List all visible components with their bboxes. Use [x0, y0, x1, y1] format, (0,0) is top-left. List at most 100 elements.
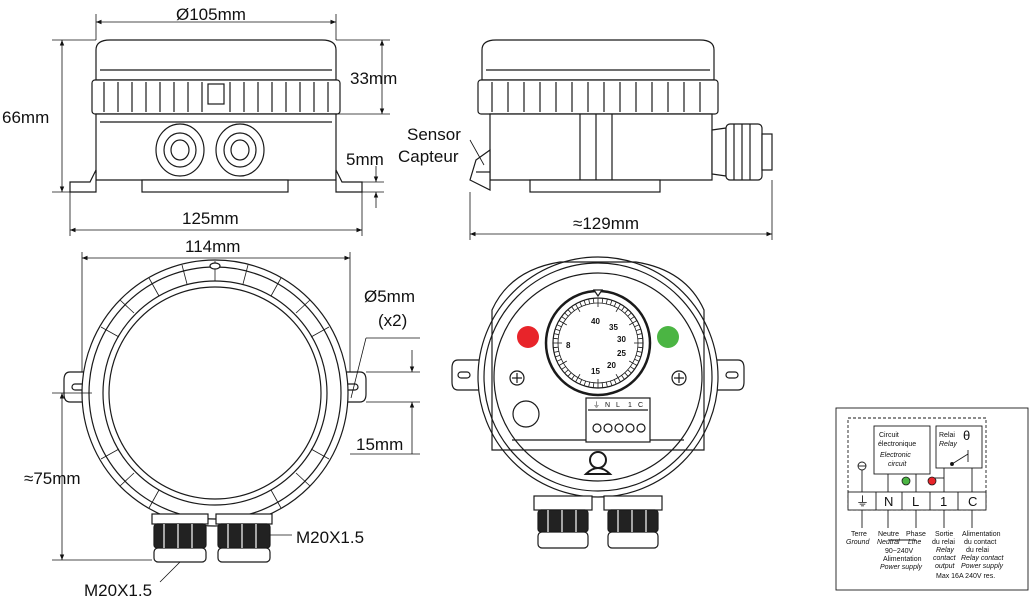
side-view-dimensions	[469, 139, 773, 240]
dial-tick	[575, 303, 581, 313]
circuit-title-en: Electronic	[880, 452, 911, 459]
dial-tick	[613, 379, 617, 385]
green-led-indicator	[657, 326, 679, 348]
dial-tick	[555, 354, 561, 358]
dial-tick	[637, 333, 643, 336]
dial-label-40: 40	[591, 317, 600, 326]
label-gland-bottom: M20X1.5	[84, 581, 152, 600]
strip-label-ground: ⏚	[593, 401, 600, 409]
dial-tick	[635, 328, 641, 332]
gland-right	[215, 123, 265, 177]
dial-tick	[634, 358, 640, 362]
top-view-dimensions	[52, 252, 420, 583]
wiring-red-led	[927, 476, 937, 486]
dial-tick	[621, 375, 625, 380]
dial-tick	[575, 373, 581, 383]
dial-tick	[553, 337, 559, 340]
dial-tick	[605, 382, 608, 388]
dim-diameter: Ø105mm	[176, 5, 246, 24]
wiring-terminal-c: C	[968, 494, 977, 509]
wiring-green-led	[901, 476, 911, 486]
desc-relay-sup-fr2: du contact	[964, 539, 996, 546]
dial-tick	[615, 303, 621, 313]
strip-label-l: L	[616, 402, 620, 409]
cover-ribs	[103, 82, 329, 112]
dial-label-15: 15	[591, 367, 600, 376]
strip-label-1: 1	[628, 402, 632, 409]
interior-gland-right	[603, 495, 663, 549]
dim-hole-count: (x2)	[378, 311, 407, 330]
desc-phase-fr: Phase	[906, 531, 926, 538]
dial-tick	[630, 366, 635, 370]
dial-tick	[628, 360, 638, 366]
left-screw	[509, 370, 525, 386]
desc-supply-fr: Alimentation	[883, 556, 922, 563]
dial-tick	[605, 298, 608, 304]
desc-phase-en: Line	[908, 539, 921, 546]
interior-terminal-strip	[585, 397, 651, 443]
dim-base-thickness: 5mm	[346, 150, 384, 169]
relay-label-en: Relay	[939, 441, 957, 448]
dial-tick	[556, 324, 562, 328]
dial-tick	[609, 300, 613, 306]
dial-tick	[556, 358, 562, 362]
label-gland-right: M20X1.5	[296, 528, 364, 547]
brand-logo-icon	[583, 451, 613, 475]
desc-relay-sup-fr1: Alimentation	[962, 531, 1001, 538]
dial-tick	[553, 346, 559, 349]
dial-tick	[558, 360, 568, 366]
dial-tick	[609, 380, 613, 386]
dial-tick	[561, 316, 566, 320]
dial-tick	[621, 306, 625, 311]
dial-tick	[613, 301, 617, 307]
side-view	[469, 39, 773, 193]
desc-relay-sup-fr3: du relai	[966, 547, 989, 554]
dial-label-25: 25	[617, 349, 626, 358]
dial-tick	[579, 301, 583, 307]
dial-tick	[627, 369, 632, 374]
reset-button	[512, 400, 540, 428]
desc-relay-out-fr1: Sortie	[935, 531, 953, 538]
dial-tick	[561, 366, 566, 370]
dial-tick	[637, 346, 643, 349]
dial-tick	[628, 320, 638, 326]
dim-body-width: 114mm	[185, 237, 240, 256]
interior-gland-left	[533, 495, 593, 549]
dial-tick	[601, 382, 604, 388]
desc-ground-fr: Terre	[851, 531, 867, 538]
wiring-diagram	[835, 407, 1029, 591]
dial-tick	[553, 333, 559, 336]
relay-label-fr: Relai	[939, 432, 955, 439]
dial-label-20: 20	[607, 361, 616, 370]
dim-center-height: ≈75mm	[24, 469, 81, 488]
circuit-title-fr2: électronique	[878, 441, 916, 448]
strip-label-n: N	[605, 402, 610, 409]
sensor-label-en: Sensor	[407, 125, 461, 144]
dim-total-height: 66mm	[2, 108, 49, 127]
dim-cover-height: 33mm	[350, 69, 397, 88]
front-view-dimensions	[52, 14, 390, 236]
dial-tick	[571, 306, 575, 311]
dial-tick-marks	[553, 298, 643, 388]
dial-tick	[634, 324, 640, 328]
desc-relay-out-en3: output	[935, 563, 956, 570]
wiring-terminal-ground: ⏚	[856, 494, 869, 509]
wiring-terminal-l: L	[912, 494, 919, 509]
interior-view	[451, 256, 745, 549]
dial-tick	[564, 369, 569, 374]
side-gland	[711, 123, 773, 181]
dial-tick	[627, 312, 632, 317]
desc-max-rating: Max 16A 240V res.	[936, 573, 995, 580]
dial-tick	[555, 328, 561, 332]
dial-tick	[635, 354, 641, 358]
top-view	[63, 259, 367, 563]
red-led-indicator	[517, 326, 539, 348]
dial-tick	[637, 337, 643, 340]
desc-supply-en: Power supply	[880, 564, 923, 571]
circuit-title-en2: circuit	[888, 461, 907, 468]
top-gland-right	[215, 513, 273, 563]
dial-tick	[588, 382, 591, 388]
dial-tick	[579, 379, 583, 385]
dial-label-30: 30	[617, 335, 626, 344]
